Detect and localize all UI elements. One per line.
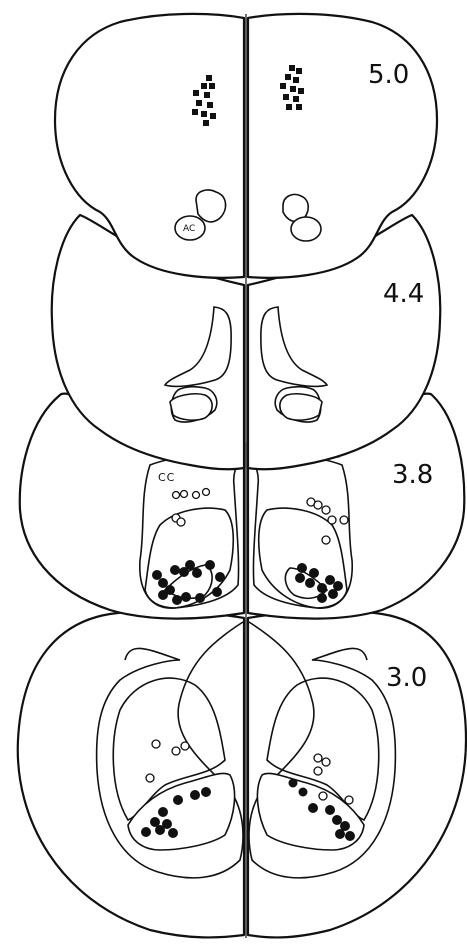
filled-circle-marker — [202, 788, 211, 797]
filled-circle-marker — [346, 832, 355, 841]
open-circle-marker — [181, 491, 188, 498]
filled-circle-marker — [163, 820, 172, 829]
level-label-3-8: 3.8 — [392, 460, 433, 490]
level-label-5-0: 5.0 — [368, 60, 409, 90]
filled-circle-marker — [196, 594, 205, 603]
filled-square-marker — [290, 86, 296, 92]
level-label-4-4: 4.4 — [383, 279, 424, 309]
filled-circle-marker — [289, 779, 297, 787]
cc-label-left: CC — [158, 471, 175, 484]
filled-circle-marker — [213, 588, 222, 597]
open-circle-marker — [314, 767, 322, 775]
filled-square-marker — [192, 109, 198, 115]
filled-circle-marker — [310, 569, 319, 578]
filled-circle-marker — [333, 816, 342, 825]
filled-circle-marker — [173, 596, 182, 605]
filled-circle-marker — [159, 579, 168, 588]
level-label-3-0: 3.0 — [386, 663, 427, 693]
filled-circle-marker — [193, 569, 202, 578]
open-circle-marker — [322, 758, 330, 766]
filled-square-marker — [289, 65, 295, 71]
filled-circle-marker — [318, 594, 327, 603]
filled-square-marker — [204, 92, 210, 98]
filled-square-marker — [296, 68, 302, 74]
filled-square-marker — [196, 100, 202, 106]
open-circle-marker — [322, 506, 330, 514]
filled-square-marker — [280, 83, 286, 89]
open-circle-marker — [152, 740, 160, 748]
filled-circle-marker — [216, 573, 225, 582]
filled-circle-marker — [326, 576, 335, 585]
filled-square-marker — [193, 90, 199, 96]
open-circle-marker — [328, 516, 336, 524]
filled-circle-marker — [151, 818, 160, 827]
open-circle-marker — [345, 796, 353, 804]
open-circle-marker — [177, 518, 185, 526]
section-3-0-right-outline — [248, 611, 466, 937]
filled-square-marker — [283, 94, 289, 100]
open-circle-marker — [314, 501, 322, 509]
filled-circle-marker — [159, 591, 168, 600]
ac-label: AC — [183, 224, 195, 234]
open-circle-marker — [172, 747, 180, 755]
filled-square-marker — [207, 102, 213, 108]
filled-square-marker — [210, 113, 216, 119]
filled-circle-marker — [334, 582, 343, 591]
open-circle-marker — [181, 742, 189, 750]
filled-circle-marker — [171, 566, 180, 575]
filled-square-marker — [209, 83, 215, 89]
filled-circle-marker — [182, 593, 191, 602]
filled-circle-marker — [299, 788, 307, 796]
open-circle-marker — [314, 754, 322, 762]
filled-circle-marker — [318, 584, 327, 593]
filled-circle-marker — [153, 571, 162, 580]
filled-square-marker — [286, 104, 292, 110]
open-circle-marker — [146, 774, 154, 782]
open-circle-marker — [319, 792, 327, 800]
section-3-0-left-outline — [18, 611, 244, 937]
filled-square-marker — [298, 88, 304, 94]
filled-circle-marker — [169, 829, 178, 838]
filled-square-marker — [285, 74, 291, 80]
open-circle-marker — [203, 489, 210, 496]
filled-square-marker — [201, 111, 207, 117]
filled-square-marker — [201, 83, 207, 89]
filled-circle-marker — [341, 822, 350, 831]
open-circle-marker — [340, 516, 348, 524]
filled-circle-marker — [186, 561, 195, 570]
filled-circle-marker — [336, 830, 345, 839]
anterior-commissure-right — [291, 217, 321, 241]
filled-circle-marker — [329, 590, 338, 599]
section-4-4-right-lobe-lower — [280, 394, 322, 420]
filled-circle-marker — [206, 561, 215, 570]
section-4-4-left-lobe-lower — [170, 394, 212, 420]
filled-square-marker — [296, 104, 302, 110]
section-5-0-left-ac-structure — [196, 190, 226, 222]
filled-circle-marker — [326, 806, 335, 815]
open-circle-marker — [322, 536, 330, 544]
filled-circle-marker — [191, 791, 200, 800]
filled-circle-marker — [298, 564, 307, 573]
filled-square-marker — [293, 77, 299, 83]
section-3-0: 3.0 — [18, 610, 466, 937]
open-circle-marker — [193, 492, 200, 499]
filled-circle-marker — [296, 574, 305, 583]
open-circle-marker — [173, 492, 180, 499]
filled-circle-marker — [309, 804, 318, 813]
filled-square-marker — [206, 75, 212, 81]
filled-circle-marker — [306, 579, 315, 588]
filled-square-marker — [293, 96, 299, 102]
filled-circle-marker — [142, 828, 151, 837]
filled-circle-marker — [174, 796, 183, 805]
filled-circle-marker — [159, 808, 168, 817]
filled-square-marker — [203, 120, 209, 126]
